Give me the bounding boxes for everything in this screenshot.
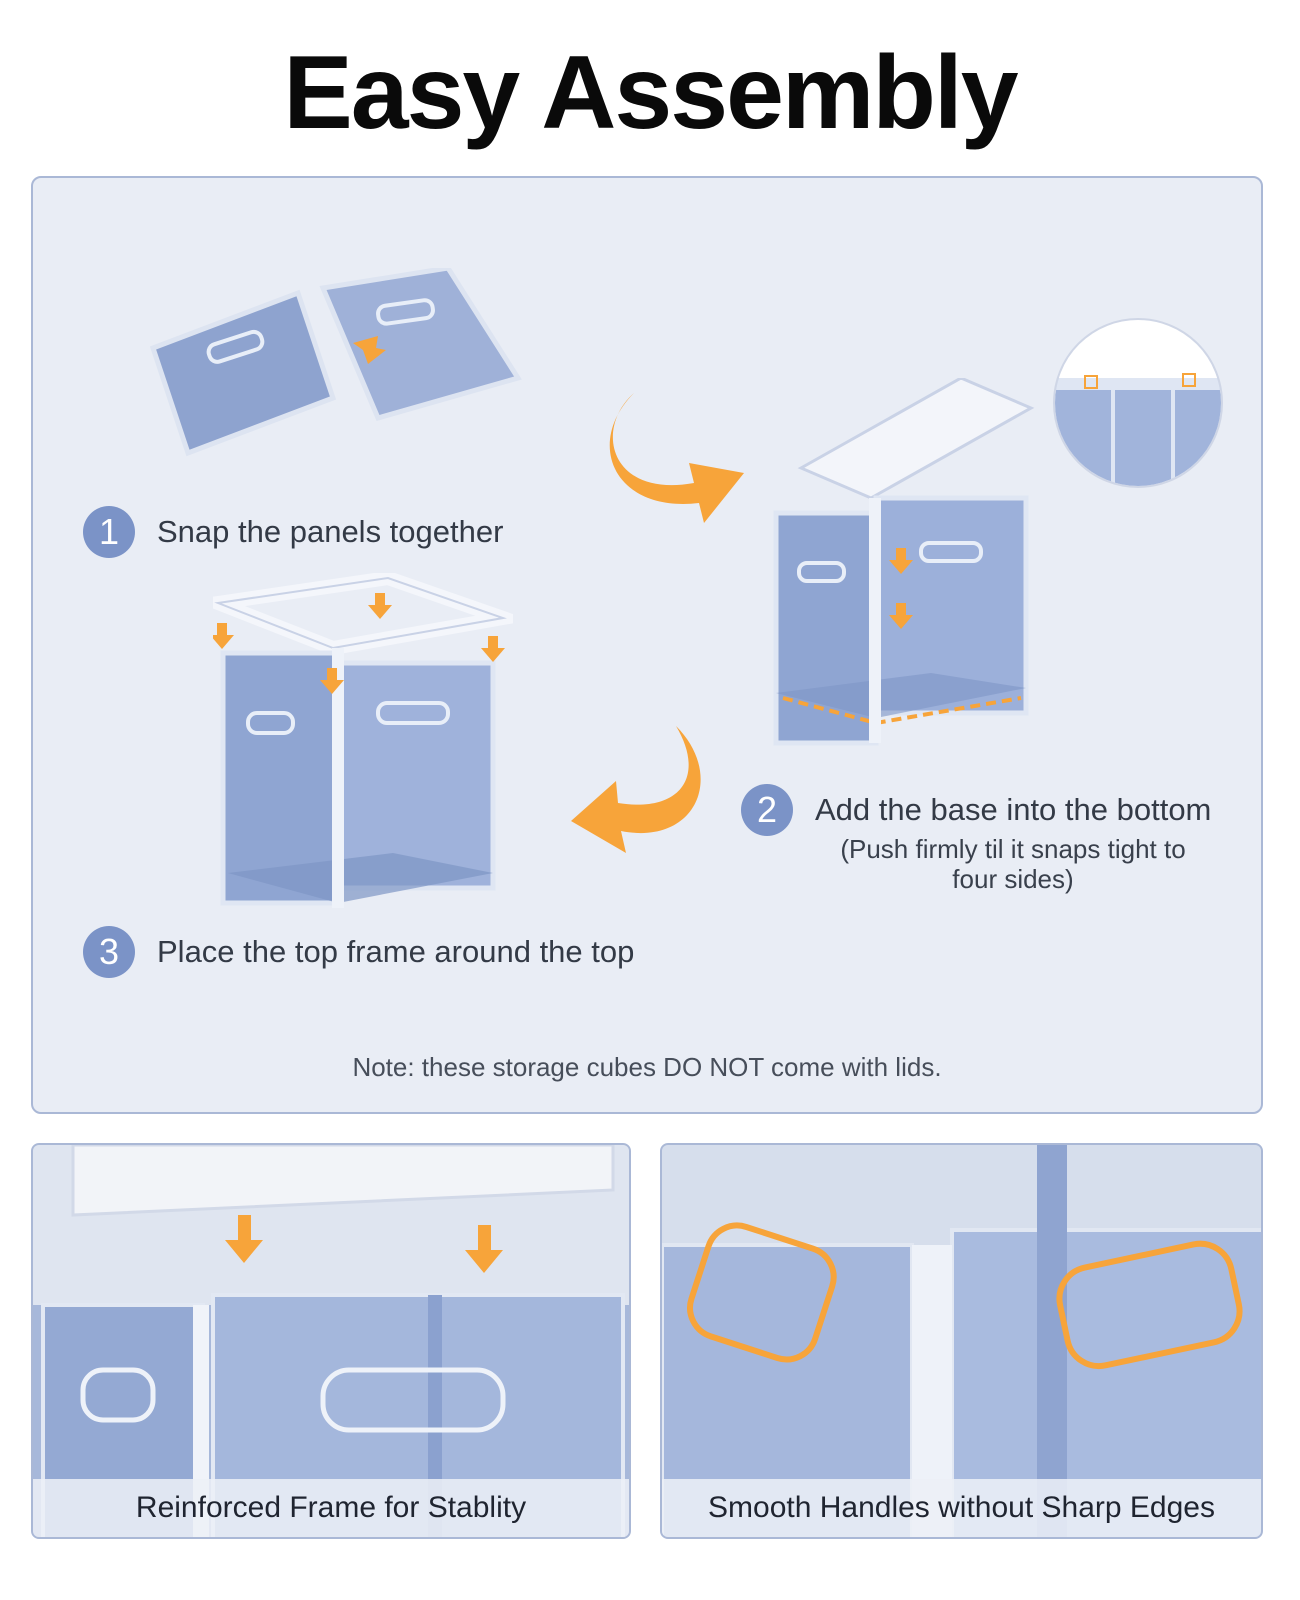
feature-caption: Reinforced Frame for Stablity — [33, 1479, 629, 1537]
step2-cube-illustration — [771, 378, 1041, 758]
step1-panels-illustration — [148, 268, 548, 468]
feature-panel-frame: Reinforced Frame for Stablity — [31, 1143, 631, 1539]
step-1: 1 Snap the panels together — [83, 506, 503, 558]
note-text: Note: these storage cubes DO NOT come wi… — [352, 1052, 942, 1082]
step-badge: 1 — [83, 506, 135, 558]
curved-arrow-icon — [599, 388, 749, 528]
page-title: Easy Assembly — [283, 35, 1018, 151]
step-label: Snap the panels together — [157, 514, 504, 549]
step-2-subtext: (Push firmly til it snaps tight to four … — [840, 834, 1186, 894]
step3-cube-illustration — [213, 573, 513, 913]
assembly-steps-panel: 1 Snap the panels together — [31, 176, 1263, 1114]
step-label: Add the base into the bottom — [815, 792, 1212, 827]
step-3: 3 Place the top frame around the top — [83, 926, 634, 978]
down-arrow-icon — [353, 336, 386, 364]
curved-arrow-icon — [566, 721, 716, 871]
zoom-detail-circle — [1053, 318, 1223, 488]
step-badge: 2 — [741, 784, 793, 836]
step-2: 2 Add the base into the bottom — [741, 784, 1211, 836]
step-badge: 3 — [83, 926, 135, 978]
feature-panel-handles: Smooth Handles without Sharp Edges — [660, 1143, 1263, 1539]
feature-caption: Smooth Handles without Sharp Edges — [662, 1479, 1261, 1537]
step-label: Place the top frame around the top — [157, 934, 635, 969]
